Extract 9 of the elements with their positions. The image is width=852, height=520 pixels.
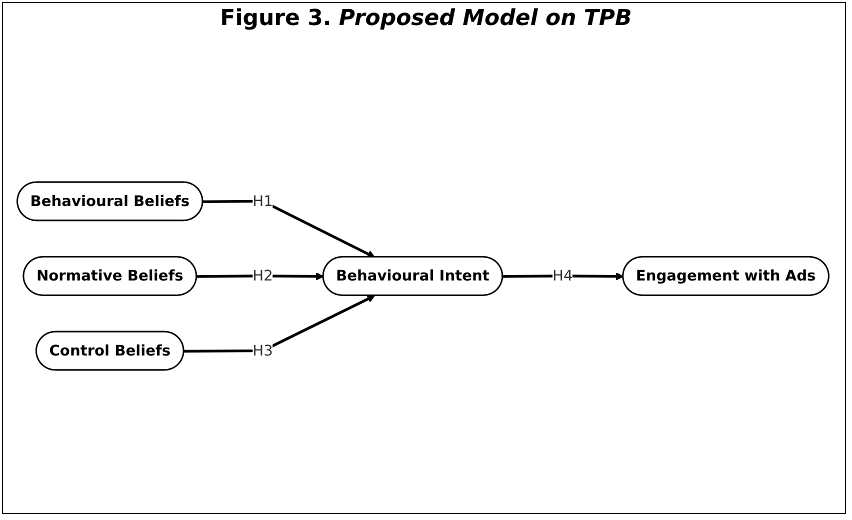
arrow bbox=[502, 272, 624, 280]
edge-label: H4 bbox=[552, 266, 573, 284]
arrow bbox=[202, 200, 376, 258]
edge-label: H1 bbox=[252, 192, 273, 210]
figure-title: Figure 3. Proposed Model on TPB bbox=[219, 6, 633, 31]
arrow bbox=[184, 295, 376, 353]
arrow bbox=[196, 272, 324, 280]
edge-label: H2 bbox=[252, 266, 273, 284]
edge-label: H3 bbox=[252, 342, 273, 359]
